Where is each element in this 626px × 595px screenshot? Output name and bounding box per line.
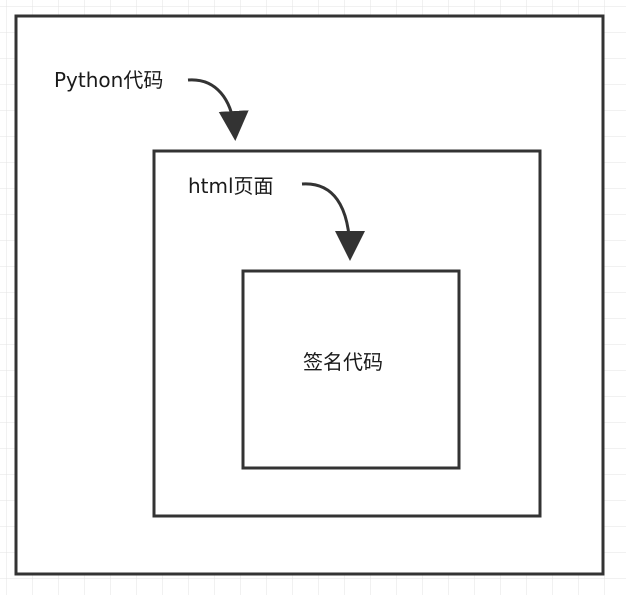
arrow-middle-to-inner xyxy=(301,182,365,261)
outer-label: Python代码 xyxy=(54,68,163,92)
inner-label: 签名代码 xyxy=(303,350,383,374)
middle-label: html页面 xyxy=(188,174,274,198)
inner-box xyxy=(241,269,461,470)
arrow-outer-to-middle xyxy=(187,78,249,141)
